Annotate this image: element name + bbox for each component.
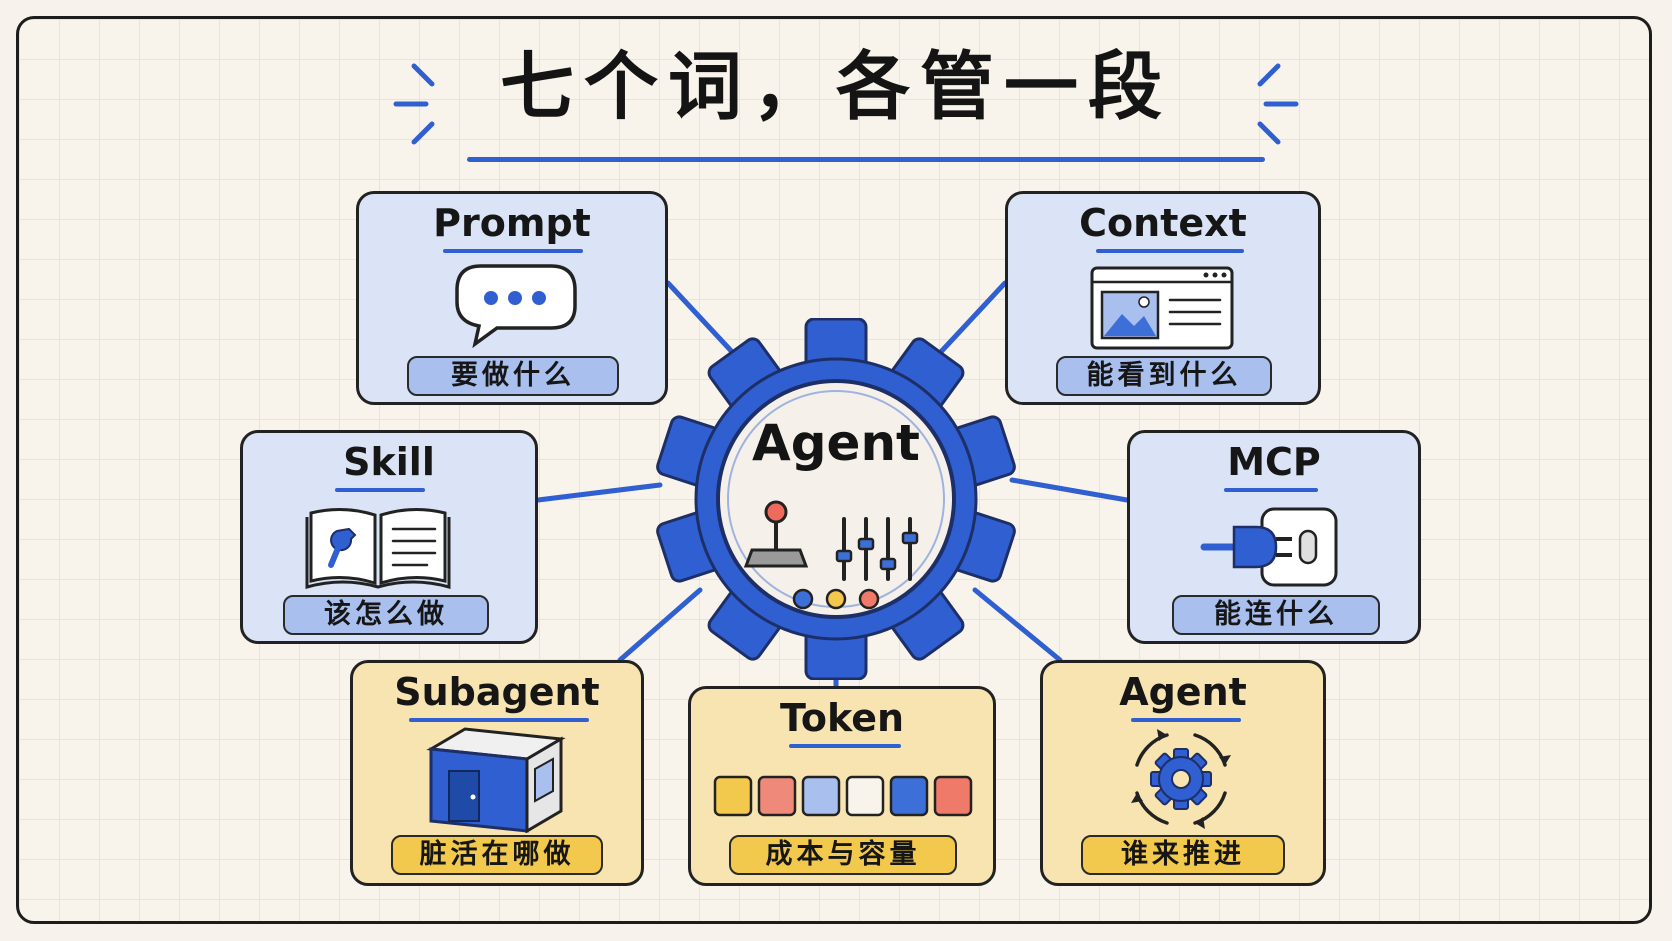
joystick-icon [743, 500, 809, 568]
caption-subagent: 脏活在哪做 [391, 835, 603, 875]
plug-socket-icon [1200, 507, 1338, 587]
card-skill: Skill 该怎么做 [240, 430, 538, 644]
connector-mcp [1009, 477, 1130, 503]
hub-label: Agent [752, 414, 920, 472]
token-square [933, 775, 973, 817]
caption-token: 成本与容量 [729, 835, 957, 875]
caption-mcp: 能连什么 [1172, 595, 1380, 635]
hub-gear-icon [656, 318, 1016, 680]
token-square [845, 775, 885, 817]
card-subagent: Subagent 脏活在哪做 [350, 660, 644, 886]
caption-prompt: 要做什么 [407, 356, 619, 396]
connector-skill [535, 482, 663, 503]
card-title-token: Token [779, 696, 905, 740]
card-title-underline [1131, 718, 1241, 722]
token-blocks-icon [713, 775, 973, 817]
card-title-context: Context [1079, 201, 1247, 245]
caption-skill: 该怎么做 [283, 595, 489, 635]
connector-agent [972, 587, 1063, 663]
connector-prompt [665, 280, 738, 358]
card-title-underline [1224, 488, 1318, 492]
card-title-underline [789, 744, 901, 748]
spark-right-icon [1257, 63, 1299, 145]
box-room-icon [426, 727, 566, 833]
card-title-agent: Agent [1119, 670, 1247, 714]
card-title-underline [443, 249, 583, 253]
card-title-subagent: Subagent [394, 670, 600, 714]
connector-subagent [617, 587, 703, 663]
spark-left-icon [393, 63, 435, 145]
token-square [713, 775, 753, 817]
card-agent: Agent [1040, 660, 1326, 886]
card-context: Context 能看到什么 [1005, 191, 1321, 405]
title-area: 七个词，各管一段 [0, 50, 1672, 124]
speech-bubble-icon [455, 264, 577, 348]
card-title-prompt: Prompt [433, 201, 591, 245]
card-title-underline [409, 718, 589, 722]
caption-agent: 谁来推进 [1081, 835, 1285, 875]
card-title-underline [335, 488, 425, 492]
open-book-wrench-icon [305, 507, 451, 589]
card-title-underline [1096, 249, 1244, 253]
caption-context: 能看到什么 [1056, 356, 1272, 396]
token-square [757, 775, 797, 817]
token-square [889, 775, 929, 817]
title-underline [467, 157, 1265, 162]
cycle-gear-icon [1131, 729, 1231, 829]
card-prompt: Prompt 要做什么 [356, 191, 668, 405]
page-title: 七个词，各管一段 [500, 44, 1172, 130]
connector-context [935, 280, 1008, 358]
browser-window-icon [1090, 266, 1234, 350]
card-title-skill: Skill [343, 440, 435, 484]
card-title-mcp: MCP [1227, 440, 1321, 484]
card-token: Token 成本与容量 [688, 686, 996, 886]
card-mcp: MCP 能连什么 [1127, 430, 1421, 644]
token-square [801, 775, 841, 817]
